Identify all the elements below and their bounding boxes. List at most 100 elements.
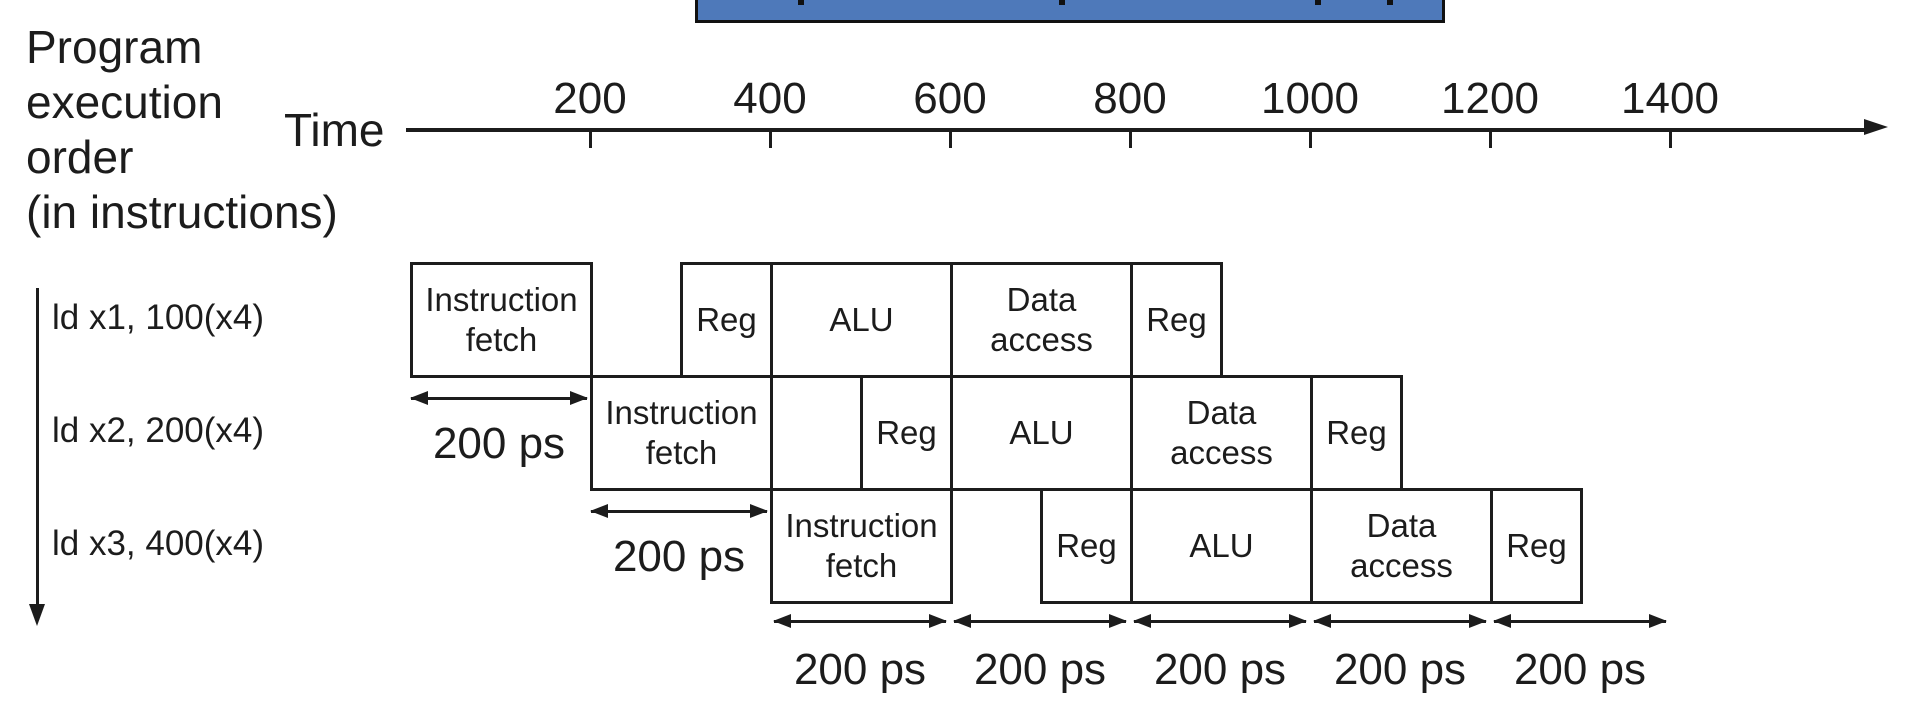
stage-label-line: Reg xyxy=(696,301,757,338)
cycle-duration-arrow xyxy=(1493,614,1667,628)
heading-line: (in instructions) xyxy=(26,186,338,238)
pipeline-stage-box: ALU xyxy=(1130,488,1313,604)
stage-label-line: Instruction xyxy=(425,281,578,318)
stage-label-line: Instruction xyxy=(605,394,758,431)
cropped-title-bar xyxy=(695,0,1445,23)
pipeline-stage-box: Reg xyxy=(860,375,953,491)
heading-line: Program xyxy=(26,21,203,73)
cropped-title-text-remnant xyxy=(1059,0,1065,5)
axis-tick-label: 1200 xyxy=(1441,74,1539,123)
cycle-duration-label: 200 ps xyxy=(1153,645,1287,694)
stage-label: Reg xyxy=(1146,300,1207,340)
stage-label-line: Data xyxy=(1006,281,1077,318)
pipeline-stage-box: Reg xyxy=(680,262,773,378)
stage-label: Reg xyxy=(1326,413,1387,453)
stage-label-line: access xyxy=(1170,434,1273,471)
stage-label-line: Reg xyxy=(876,414,937,451)
cycle-duration-label: 200 ps xyxy=(793,645,927,694)
stage-label-line: Data xyxy=(1186,394,1257,431)
cropped-title-text-remnant xyxy=(1387,0,1393,5)
arrowhead-right-icon xyxy=(750,504,768,518)
stage-label-line: fetch xyxy=(825,547,898,584)
cycle-duration-label: 200 ps xyxy=(1333,645,1467,694)
axis-tick-label: 400 xyxy=(733,74,807,123)
stage-label-line: access xyxy=(1350,547,1453,584)
axis-tick-label: 1000 xyxy=(1261,74,1359,123)
time-axis-label: Time xyxy=(284,104,385,156)
stage-label: Reg xyxy=(1056,526,1117,566)
axis-tick xyxy=(589,131,592,148)
arrowhead-right-icon xyxy=(1109,614,1127,628)
axis-arrowhead-right-icon xyxy=(1864,119,1888,135)
stage-label: Reg xyxy=(696,300,757,340)
stage-label: Reg xyxy=(876,413,937,453)
axis-tick xyxy=(1309,131,1312,148)
stage-label-line: ALU xyxy=(1009,414,1074,451)
stage-label: ALU xyxy=(829,300,893,340)
cycle-duration-arrow xyxy=(773,614,947,628)
arrowhead-right-icon xyxy=(570,391,588,405)
axis-tick-label: 200 xyxy=(553,74,627,123)
arrowhead-right-icon xyxy=(1649,614,1667,628)
program-order-heading: Program execution order (in instructions… xyxy=(26,20,338,240)
stage-label: Reg xyxy=(1506,526,1567,566)
cycle-duration-arrow xyxy=(953,614,1127,628)
arrowhead-left-icon xyxy=(590,504,608,518)
pipeline-stage-box: Reg xyxy=(1310,375,1403,491)
axis-tick xyxy=(1129,131,1132,148)
arrowhead-left-icon xyxy=(773,614,791,628)
arrowhead-left-icon xyxy=(410,391,428,405)
stage-label: ALU xyxy=(1189,526,1253,566)
axis-tick xyxy=(1669,131,1672,148)
axis-tick-label: 1400 xyxy=(1621,74,1719,123)
axis-tick xyxy=(769,131,772,148)
stage-label-line: ALU xyxy=(829,301,894,338)
arrowhead-down-icon xyxy=(29,604,45,626)
fetch-duration-arrow xyxy=(410,391,588,405)
arrowhead-right-icon xyxy=(1289,614,1307,628)
stage-label-line: Reg xyxy=(1326,414,1387,451)
arrowhead-left-icon xyxy=(1493,614,1511,628)
fetch-duration-arrow xyxy=(590,504,768,518)
instruction-label: ld x1, 100(x4) xyxy=(52,298,265,337)
heading-line: order xyxy=(26,131,134,183)
stage-label-line: fetch xyxy=(465,321,538,358)
cycle-duration-arrow xyxy=(1313,614,1487,628)
heading-line: execution xyxy=(26,76,223,128)
stage-label-line: Reg xyxy=(1056,527,1117,564)
program-order-arrow xyxy=(36,288,39,606)
cropped-title-text-remnant xyxy=(798,0,804,5)
arrowhead-right-icon xyxy=(929,614,947,628)
stage-label-line: access xyxy=(990,321,1093,358)
cycle-duration-label: 200 ps xyxy=(1513,645,1647,694)
arrowhead-left-icon xyxy=(1313,614,1331,628)
fetch-duration-label: 200 ps xyxy=(432,419,566,468)
axis-tick-label: 600 xyxy=(913,74,987,123)
instruction-label: ld x2, 200(x4) xyxy=(52,411,265,450)
axis-tick-label: 800 xyxy=(1093,74,1167,123)
pipeline-stage-box: ALU xyxy=(950,375,1133,491)
stage-label: ALU xyxy=(1009,413,1073,453)
fetch-duration-label: 200 ps xyxy=(612,532,746,581)
stage-label-line: ALU xyxy=(1189,527,1254,564)
pipeline-stage-box: Reg xyxy=(1040,488,1133,604)
time-axis-line xyxy=(406,128,1868,132)
stage-label-line: Reg xyxy=(1506,527,1567,564)
cycle-duration-label: 200 ps xyxy=(973,645,1107,694)
axis-tick xyxy=(949,131,952,148)
instruction-label: ld x3, 400(x4) xyxy=(52,524,265,563)
arrowhead-right-icon xyxy=(1469,614,1487,628)
arrowhead-left-icon xyxy=(1133,614,1151,628)
stage-label-line: Reg xyxy=(1146,301,1207,338)
